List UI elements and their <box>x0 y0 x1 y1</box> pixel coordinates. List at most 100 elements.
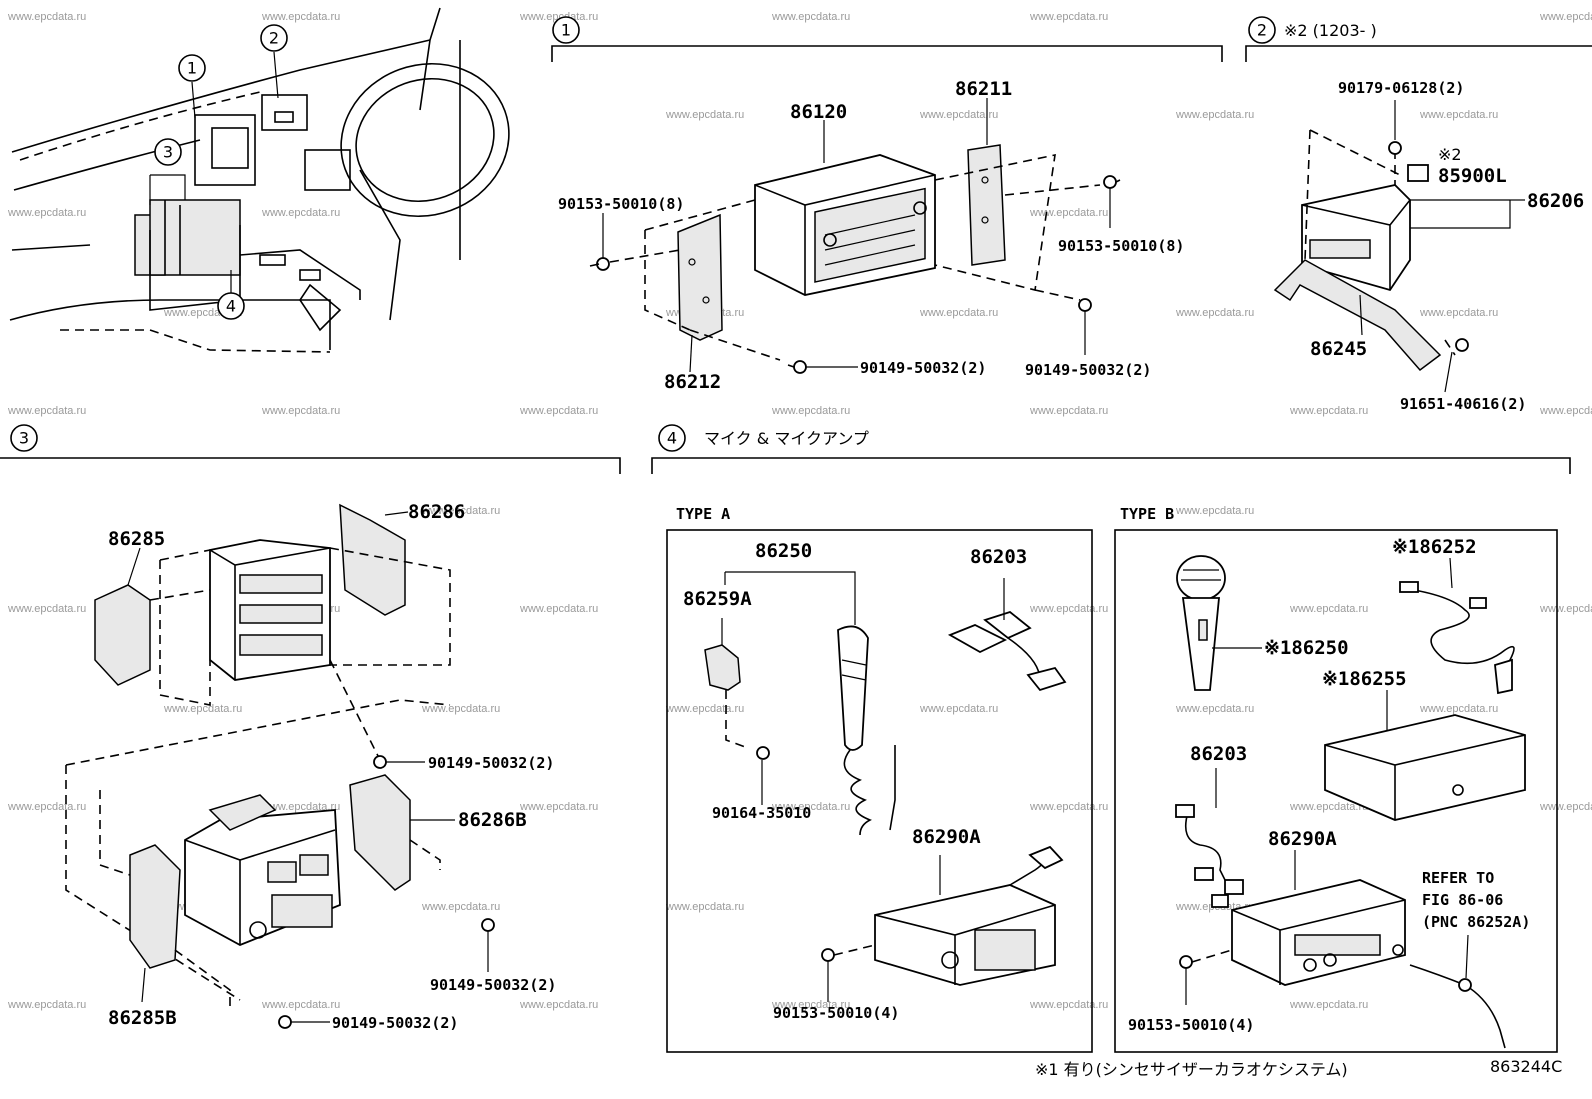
part-number: 86286B <box>458 809 527 831</box>
watermark: www.epcdata.ru <box>7 801 86 813</box>
screw-icon <box>1179 955 1193 969</box>
section-title: マイク & マイクアンプ <box>704 429 869 448</box>
watermark: www.epcdata.ru <box>919 307 998 319</box>
watermark: www.epcdata.ru <box>1289 603 1368 615</box>
watermark: www.epcdata.ru <box>1539 405 1592 417</box>
watermark: www.epcdata.ru <box>7 999 86 1011</box>
type-b-karaoke-set <box>1175 555 1526 1049</box>
screw-icon <box>481 918 495 932</box>
watermark: www.epcdata.ru <box>261 999 340 1011</box>
watermark: www.epcdata.ru <box>261 207 340 219</box>
part-number: 86120 <box>790 101 847 123</box>
watermark: www.epcdata.ru <box>771 999 850 1011</box>
part-number: ※186250 <box>1264 637 1349 659</box>
watermark: www.epcdata.ru <box>421 505 500 517</box>
watermark: www.epcdata.ru <box>771 405 850 417</box>
section-4-header: 4 マイク & マイクアンプ <box>651 424 1571 474</box>
section-number: 1 <box>561 21 571 40</box>
callout-number: 2 <box>269 29 279 48</box>
watermark: www.epcdata.ru <box>163 703 242 715</box>
refer-note: FIG 86-06 <box>1422 891 1503 909</box>
watermark: www.epcdata.ru <box>1029 603 1108 615</box>
watermark: www.epcdata.ru <box>1419 307 1498 319</box>
watermark: www.epcdata.ru <box>421 901 500 913</box>
watermark: www.epcdata.ru <box>1419 703 1498 715</box>
overview-callout-2: 2 <box>260 24 288 52</box>
part-number: 86203 <box>1190 743 1247 765</box>
screw-icon <box>1078 298 1092 312</box>
callout-number: 1 <box>187 59 197 78</box>
section-number: 3 <box>19 429 29 448</box>
nut-icon <box>1388 141 1402 155</box>
watermark: www.epcdata.ru <box>1029 11 1108 23</box>
section-number: 4 <box>667 429 677 448</box>
part-note-mark: ※2 <box>1438 145 1462 164</box>
refer-note: (PNC 86252A) <box>1422 913 1530 931</box>
screw-icon <box>373 755 387 769</box>
overview-callout-4: 4 <box>217 292 245 320</box>
part-number: 90153-50010(4) <box>773 1004 899 1022</box>
watermark: www.epcdata.ru <box>1539 603 1592 615</box>
part-number: 86203 <box>970 546 1027 568</box>
part-number: 86212 <box>664 371 721 393</box>
screw-icon <box>278 1015 292 1029</box>
watermark: www.epcdata.ru <box>261 801 340 813</box>
part-number: 86285B <box>108 1007 177 1029</box>
watermark: www.epcdata.ru <box>919 703 998 715</box>
part-number: 90149-50032(2) <box>860 359 986 377</box>
watermark: www.epcdata.ru <box>665 901 744 913</box>
watermark: www.epcdata.ru <box>1175 307 1254 319</box>
overview-callout-1: 1 <box>178 54 206 82</box>
watermark: www.epcdata.ru <box>1419 109 1498 121</box>
watermark: www.epcdata.ru <box>519 801 598 813</box>
section-1-head-unit <box>589 98 1121 374</box>
type-a-microphone-set <box>704 571 1067 1002</box>
type-a-label: TYPE A <box>676 505 730 523</box>
section-3-pocket-and-radio <box>65 503 495 1029</box>
watermark: www.epcdata.ru <box>1175 505 1254 517</box>
part-number: 90153-50010(4) <box>1128 1016 1254 1034</box>
watermark: www.epcdata.ru <box>665 703 744 715</box>
type-b-label: TYPE B <box>1120 505 1174 523</box>
screw-icon <box>1455 338 1469 352</box>
type-b-frame <box>1114 529 1558 1053</box>
part-number: 86286 <box>408 501 465 523</box>
part-number: 90153-50010(8) <box>558 195 684 213</box>
part-number: 90149-50032(2) <box>332 1014 458 1032</box>
section-3-header: 3 <box>0 424 621 474</box>
part-number: 86259A <box>683 588 752 610</box>
overview-callout-3: 3 <box>154 138 182 166</box>
watermark: www.epcdata.ru <box>261 11 340 23</box>
watermark: www.epcdata.ru <box>1029 801 1108 813</box>
part-number: 86285 <box>108 528 165 550</box>
watermark: www.epcdata.ru <box>771 11 850 23</box>
watermark: www.epcdata.ru <box>1175 703 1254 715</box>
watermark: www.epcdata.ru <box>7 207 86 219</box>
screw-icon <box>787 360 807 374</box>
refer-note: REFER TO <box>1422 869 1494 887</box>
watermark: www.epcdata.ru <box>7 11 86 23</box>
watermark: www.epcdata.ru <box>421 703 500 715</box>
footnote: ※1 有り(シンセサイザーカラオケシステム) <box>1035 1060 1348 1079</box>
watermark: www.epcdata.ru <box>1175 109 1254 121</box>
watermark: www.epcdata.ru <box>1029 999 1108 1011</box>
watermark: www.epcdata.ru <box>919 109 998 121</box>
figure-code: 863244C <box>1490 1057 1562 1076</box>
part-number: 90164-35010 <box>712 804 811 822</box>
part-number: 91651-40616(2) <box>1400 395 1526 413</box>
watermark: www.epcdata.ru <box>261 405 340 417</box>
watermark: www.epcdata.ru <box>519 603 598 615</box>
part-number: 90149-50032(2) <box>430 976 556 994</box>
watermark: www.epcdata.ru <box>519 405 598 417</box>
screw-icon <box>756 746 770 760</box>
watermark: www.epcdata.ru <box>665 109 744 121</box>
part-number: 86290A <box>912 826 981 848</box>
watermark: www.epcdata.ru <box>1029 405 1108 417</box>
watermark: www.epcdata.ru <box>1289 999 1368 1011</box>
watermark: www.epcdata.ru <box>7 603 86 615</box>
part-number: 86290A <box>1268 828 1337 850</box>
watermark: www.epcdata.ru <box>1289 801 1368 813</box>
part-number: 86211 <box>955 78 1012 100</box>
part-number: 90153-50010(8) <box>1058 237 1184 255</box>
